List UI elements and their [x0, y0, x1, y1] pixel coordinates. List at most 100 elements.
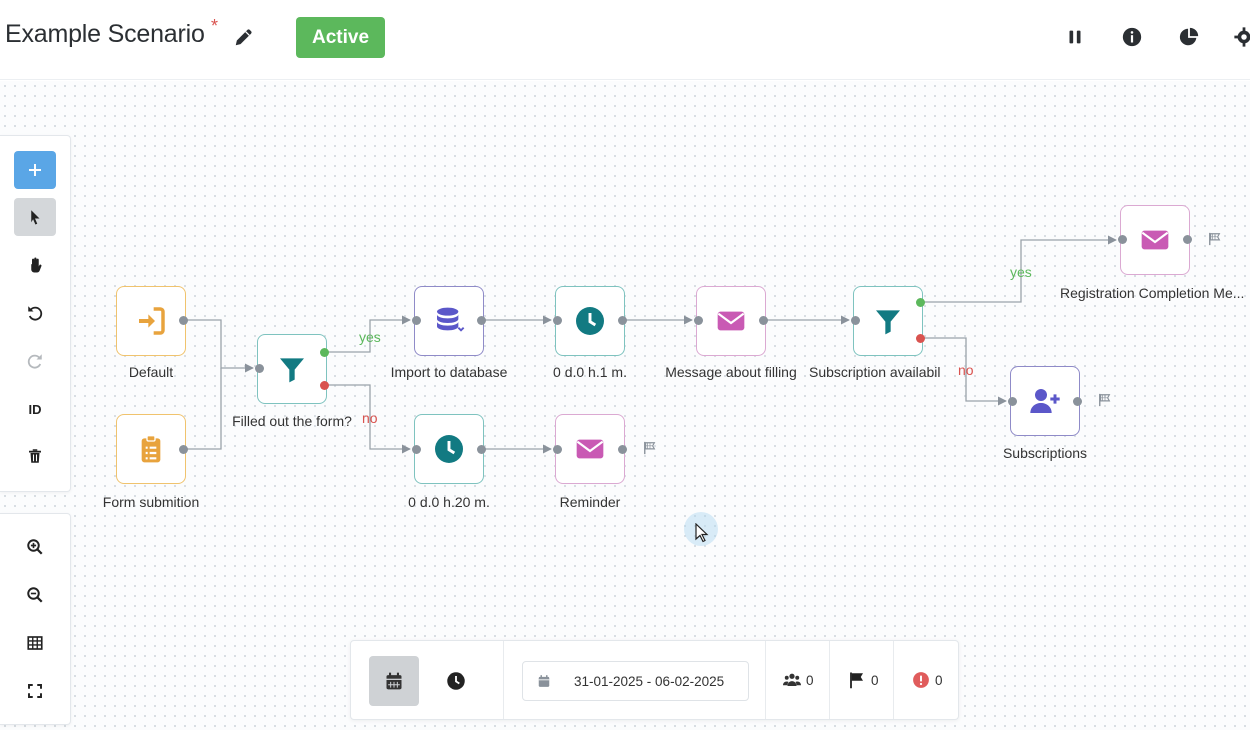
port-no[interactable]	[320, 381, 329, 390]
fullscreen-button[interactable]	[14, 672, 56, 710]
stats-bar: 31-01-2025 - 06-02-2025 0 0 0	[350, 640, 959, 720]
zoom-out-icon	[27, 587, 43, 603]
envelope-icon	[1141, 230, 1169, 250]
port-out[interactable]	[179, 445, 188, 454]
status-badge[interactable]: Active	[296, 17, 385, 58]
node-form-submition[interactable]	[116, 414, 186, 484]
view-toolbar	[0, 513, 71, 725]
port-in[interactable]	[1118, 235, 1127, 244]
divider	[503, 641, 504, 719]
port-out[interactable]	[477, 445, 486, 454]
add-user-icon	[1030, 389, 1060, 413]
users-icon	[783, 673, 801, 686]
node-filter-filled-form[interactable]	[257, 334, 327, 404]
edit-toolbar: ID	[0, 135, 71, 492]
grid-icon	[27, 636, 43, 650]
redo-icon	[27, 354, 42, 369]
undo-icon	[28, 306, 43, 321]
hand-icon	[31, 257, 42, 273]
error-icon	[913, 672, 929, 688]
id-icon: ID	[28, 401, 42, 417]
node-registration-completion[interactable]	[1120, 205, 1190, 275]
port-in[interactable]	[412, 445, 421, 454]
pie-chart-icon[interactable]	[1178, 26, 1200, 48]
pan-tool-button[interactable]	[14, 246, 56, 284]
pencil-icon[interactable]	[233, 26, 255, 48]
port-in[interactable]	[553, 316, 562, 325]
add-node-button[interactable]	[14, 151, 56, 189]
port-in[interactable]	[851, 316, 860, 325]
finish-flag-icon	[1209, 232, 1221, 246]
date-range-picker[interactable]: 31-01-2025 - 06-02-2025	[522, 661, 749, 701]
port-out[interactable]	[179, 316, 188, 325]
calendar-view-button[interactable]	[369, 656, 419, 706]
errors-stat[interactable]: 0	[912, 671, 943, 689]
sign-in-icon	[139, 307, 165, 335]
node-reminder[interactable]	[555, 414, 625, 484]
node-message-filling[interactable]	[696, 286, 766, 356]
grid-toggle-button[interactable]	[14, 624, 56, 662]
redo-button[interactable]	[14, 342, 56, 380]
header-bar: Example Scenario * Active	[0, 0, 1250, 80]
node-delay-1m[interactable]	[555, 286, 625, 356]
node-subscriptions[interactable]	[1010, 366, 1080, 436]
port-out[interactable]	[477, 316, 486, 325]
users-count: 0	[806, 672, 814, 688]
filter-icon	[876, 310, 900, 335]
port-in[interactable]	[412, 316, 421, 325]
users-stat[interactable]: 0	[783, 671, 814, 689]
edge-label-no: no	[362, 410, 378, 426]
port-yes[interactable]	[320, 348, 329, 357]
port-in[interactable]	[694, 316, 703, 325]
calendar-icon	[538, 675, 550, 687]
clipboard-icon	[141, 435, 161, 463]
show-ids-button[interactable]: ID	[14, 390, 56, 428]
cursor-arrow-icon	[695, 523, 709, 543]
port-out[interactable]	[1073, 397, 1082, 406]
finished-stat[interactable]: 0	[848, 671, 879, 689]
delete-button[interactable]	[14, 437, 56, 475]
node-delay-20m[interactable]	[414, 414, 484, 484]
gear-icon[interactable]	[1233, 26, 1250, 48]
divider	[765, 641, 766, 719]
node-label-delay-20m: 0 d.0 h.20 m.	[408, 494, 490, 510]
zoom-in-icon	[27, 539, 43, 555]
node-label-delay-1m: 0 d.0 h.1 m.	[553, 364, 627, 380]
undo-button[interactable]	[14, 294, 56, 332]
zoom-out-button[interactable]	[14, 576, 56, 614]
info-icon[interactable]	[1121, 26, 1143, 48]
port-out[interactable]	[759, 316, 768, 325]
plus-icon	[29, 164, 41, 176]
port-in[interactable]	[255, 364, 264, 373]
node-label-form-submition: Form submition	[102, 494, 200, 510]
node-label-message-filling: Message about filling	[665, 364, 797, 380]
pause-icon[interactable]	[1064, 26, 1086, 48]
envelope-icon	[576, 439, 604, 459]
port-out[interactable]	[618, 316, 627, 325]
node-default[interactable]	[116, 286, 186, 356]
port-out[interactable]	[618, 445, 627, 454]
filter-icon	[280, 358, 304, 383]
node-filter-subscription[interactable]	[853, 286, 923, 356]
finish-flag-icon	[644, 441, 656, 455]
errors-count: 0	[935, 672, 943, 688]
node-label-registration-completion: Registration Completion Me...	[1060, 285, 1245, 301]
mouse-cursor	[684, 512, 718, 546]
node-label-subscription-available: Subscription availabil	[809, 364, 941, 380]
node-label-reminder: Reminder	[559, 494, 621, 510]
node-import-database[interactable]	[414, 286, 484, 356]
select-tool-button[interactable]	[14, 198, 56, 236]
time-view-button[interactable]	[431, 656, 481, 706]
port-in[interactable]	[1008, 397, 1017, 406]
scenario-title: Example Scenario	[5, 20, 205, 48]
port-in[interactable]	[553, 445, 562, 454]
flag-icon	[850, 672, 863, 689]
zoom-in-button[interactable]	[14, 528, 56, 566]
finish-flag-icon	[1099, 393, 1111, 407]
port-no[interactable]	[916, 334, 925, 343]
port-out[interactable]	[1183, 235, 1192, 244]
port-yes[interactable]	[916, 298, 925, 307]
clock-icon	[576, 307, 604, 335]
database-icon	[437, 307, 465, 332]
pointer-icon	[31, 210, 40, 225]
